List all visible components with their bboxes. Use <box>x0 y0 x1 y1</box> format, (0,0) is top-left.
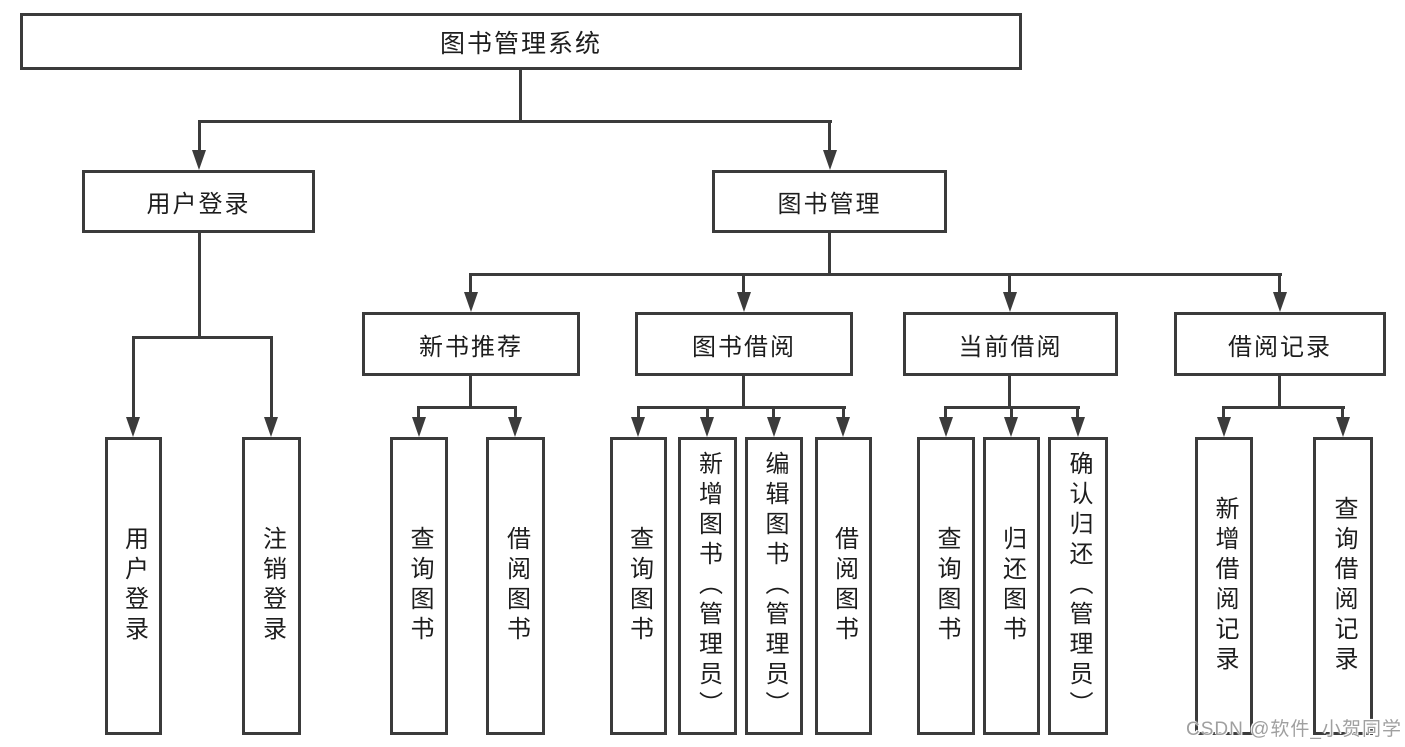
connector-nb-arrow2-stem <box>514 406 517 420</box>
connector-mgmt-arrow2-stem <box>742 273 745 295</box>
arrow-head-logout-leaf <box>264 417 278 437</box>
arrow-head-book-management <box>823 150 837 170</box>
connector-cb-arrow2-stem <box>1010 406 1013 420</box>
connector-nb-hline <box>417 406 517 409</box>
arrow-head-br-query <box>1336 417 1350 437</box>
node-user-login: 用户登录 <box>82 170 315 233</box>
leaf-user-login: 用户登录 <box>105 437 162 735</box>
connector-bb-arrow1-stem <box>637 406 640 420</box>
arrow-head-current-borrow <box>1003 292 1017 312</box>
arrow-head-book-borrow <box>737 292 751 312</box>
connector-br-hline <box>1222 406 1345 409</box>
arrow-head-cb-confirm <box>1071 417 1085 437</box>
leaf-nb-borrow-book: 借阅图书 <box>486 437 545 735</box>
connector-nb-stem <box>469 374 472 409</box>
connector-bb-hline <box>637 406 846 409</box>
connector-bb-arrow2-stem <box>706 406 709 420</box>
connector-br-arrow1-stem <box>1222 406 1225 420</box>
leaf-br-query-record: 查询借阅记录 <box>1313 437 1373 735</box>
connector-cb-arrow3-stem <box>1076 406 1079 420</box>
connector-bb-arrow3-stem <box>772 406 775 420</box>
leaf-nb-query-book: 查询图书 <box>390 437 448 735</box>
connector-mgmt-arrow3-stem <box>1008 273 1011 295</box>
arrow-head-br-add <box>1217 417 1231 437</box>
arrow-head-nb-query <box>412 417 426 437</box>
connector-br-arrow2-stem <box>1341 406 1344 420</box>
arrow-head-bb-add <box>700 417 714 437</box>
connector-root-arrow-left-stem <box>198 120 201 152</box>
arrow-head-cb-query <box>939 417 953 437</box>
connector-login-arrow1-stem <box>132 336 135 421</box>
arrow-head-bb-borrow <box>836 417 850 437</box>
node-new-book-recommend: 新书推荐 <box>362 312 580 376</box>
connector-cb-arrow1-stem <box>944 406 947 420</box>
connector-root-stem <box>519 68 522 123</box>
connector-root-hline <box>198 120 832 123</box>
connector-mgmt-arrow1-stem <box>469 273 472 295</box>
leaf-bb-query-book: 查询图书 <box>610 437 667 735</box>
arrow-head-borrow-records <box>1273 292 1287 312</box>
connector-nb-arrow1-stem <box>417 406 420 420</box>
arrow-head-nb-borrow <box>508 417 522 437</box>
leaf-br-add-record: 新增借阅记录 <box>1195 437 1253 735</box>
connector-bb-arrow4-stem <box>842 406 845 420</box>
arrow-head-user-login-leaf <box>126 417 140 437</box>
node-borrow-records: 借阅记录 <box>1174 312 1386 376</box>
arrow-head-user-login <box>192 150 206 170</box>
connector-bb-stem <box>742 374 745 409</box>
connector-login-hline <box>132 336 273 339</box>
connector-mgmt-hline <box>470 273 1282 276</box>
connector-login-stem <box>198 231 201 339</box>
arrow-head-cb-return <box>1004 417 1018 437</box>
arrow-head-bb-query <box>631 417 645 437</box>
node-book-borrow: 图书借阅 <box>635 312 853 376</box>
connector-br-stem <box>1278 374 1281 409</box>
node-current-borrow: 当前借阅 <box>903 312 1118 376</box>
arrow-head-bb-edit <box>767 417 781 437</box>
connector-mgmt-stem <box>828 231 831 276</box>
leaf-bb-add-book-admin: 新增图书（管理员） <box>678 437 737 735</box>
node-book-management: 图书管理 <box>712 170 947 233</box>
connector-login-arrow2-stem <box>270 336 273 421</box>
leaf-cb-query-book: 查询图书 <box>917 437 975 735</box>
leaf-cb-return-book: 归还图书 <box>983 437 1040 735</box>
leaf-logout: 注销登录 <box>242 437 301 735</box>
leaf-bb-borrow-book: 借阅图书 <box>815 437 872 735</box>
node-root: 图书管理系统 <box>20 13 1022 70</box>
connector-root-arrow-right-stem <box>828 120 831 152</box>
leaf-bb-edit-book-admin: 编辑图书（管理员） <box>745 437 803 735</box>
csdn-watermark: CSDN @软件_小贺同学 <box>1186 719 1402 740</box>
connector-cb-stem <box>1008 374 1011 409</box>
arrow-head-new-book-recommend <box>464 292 478 312</box>
connector-mgmt-arrow4-stem <box>1278 273 1281 295</box>
leaf-cb-confirm-return-admin: 确认归还（管理员） <box>1048 437 1108 735</box>
